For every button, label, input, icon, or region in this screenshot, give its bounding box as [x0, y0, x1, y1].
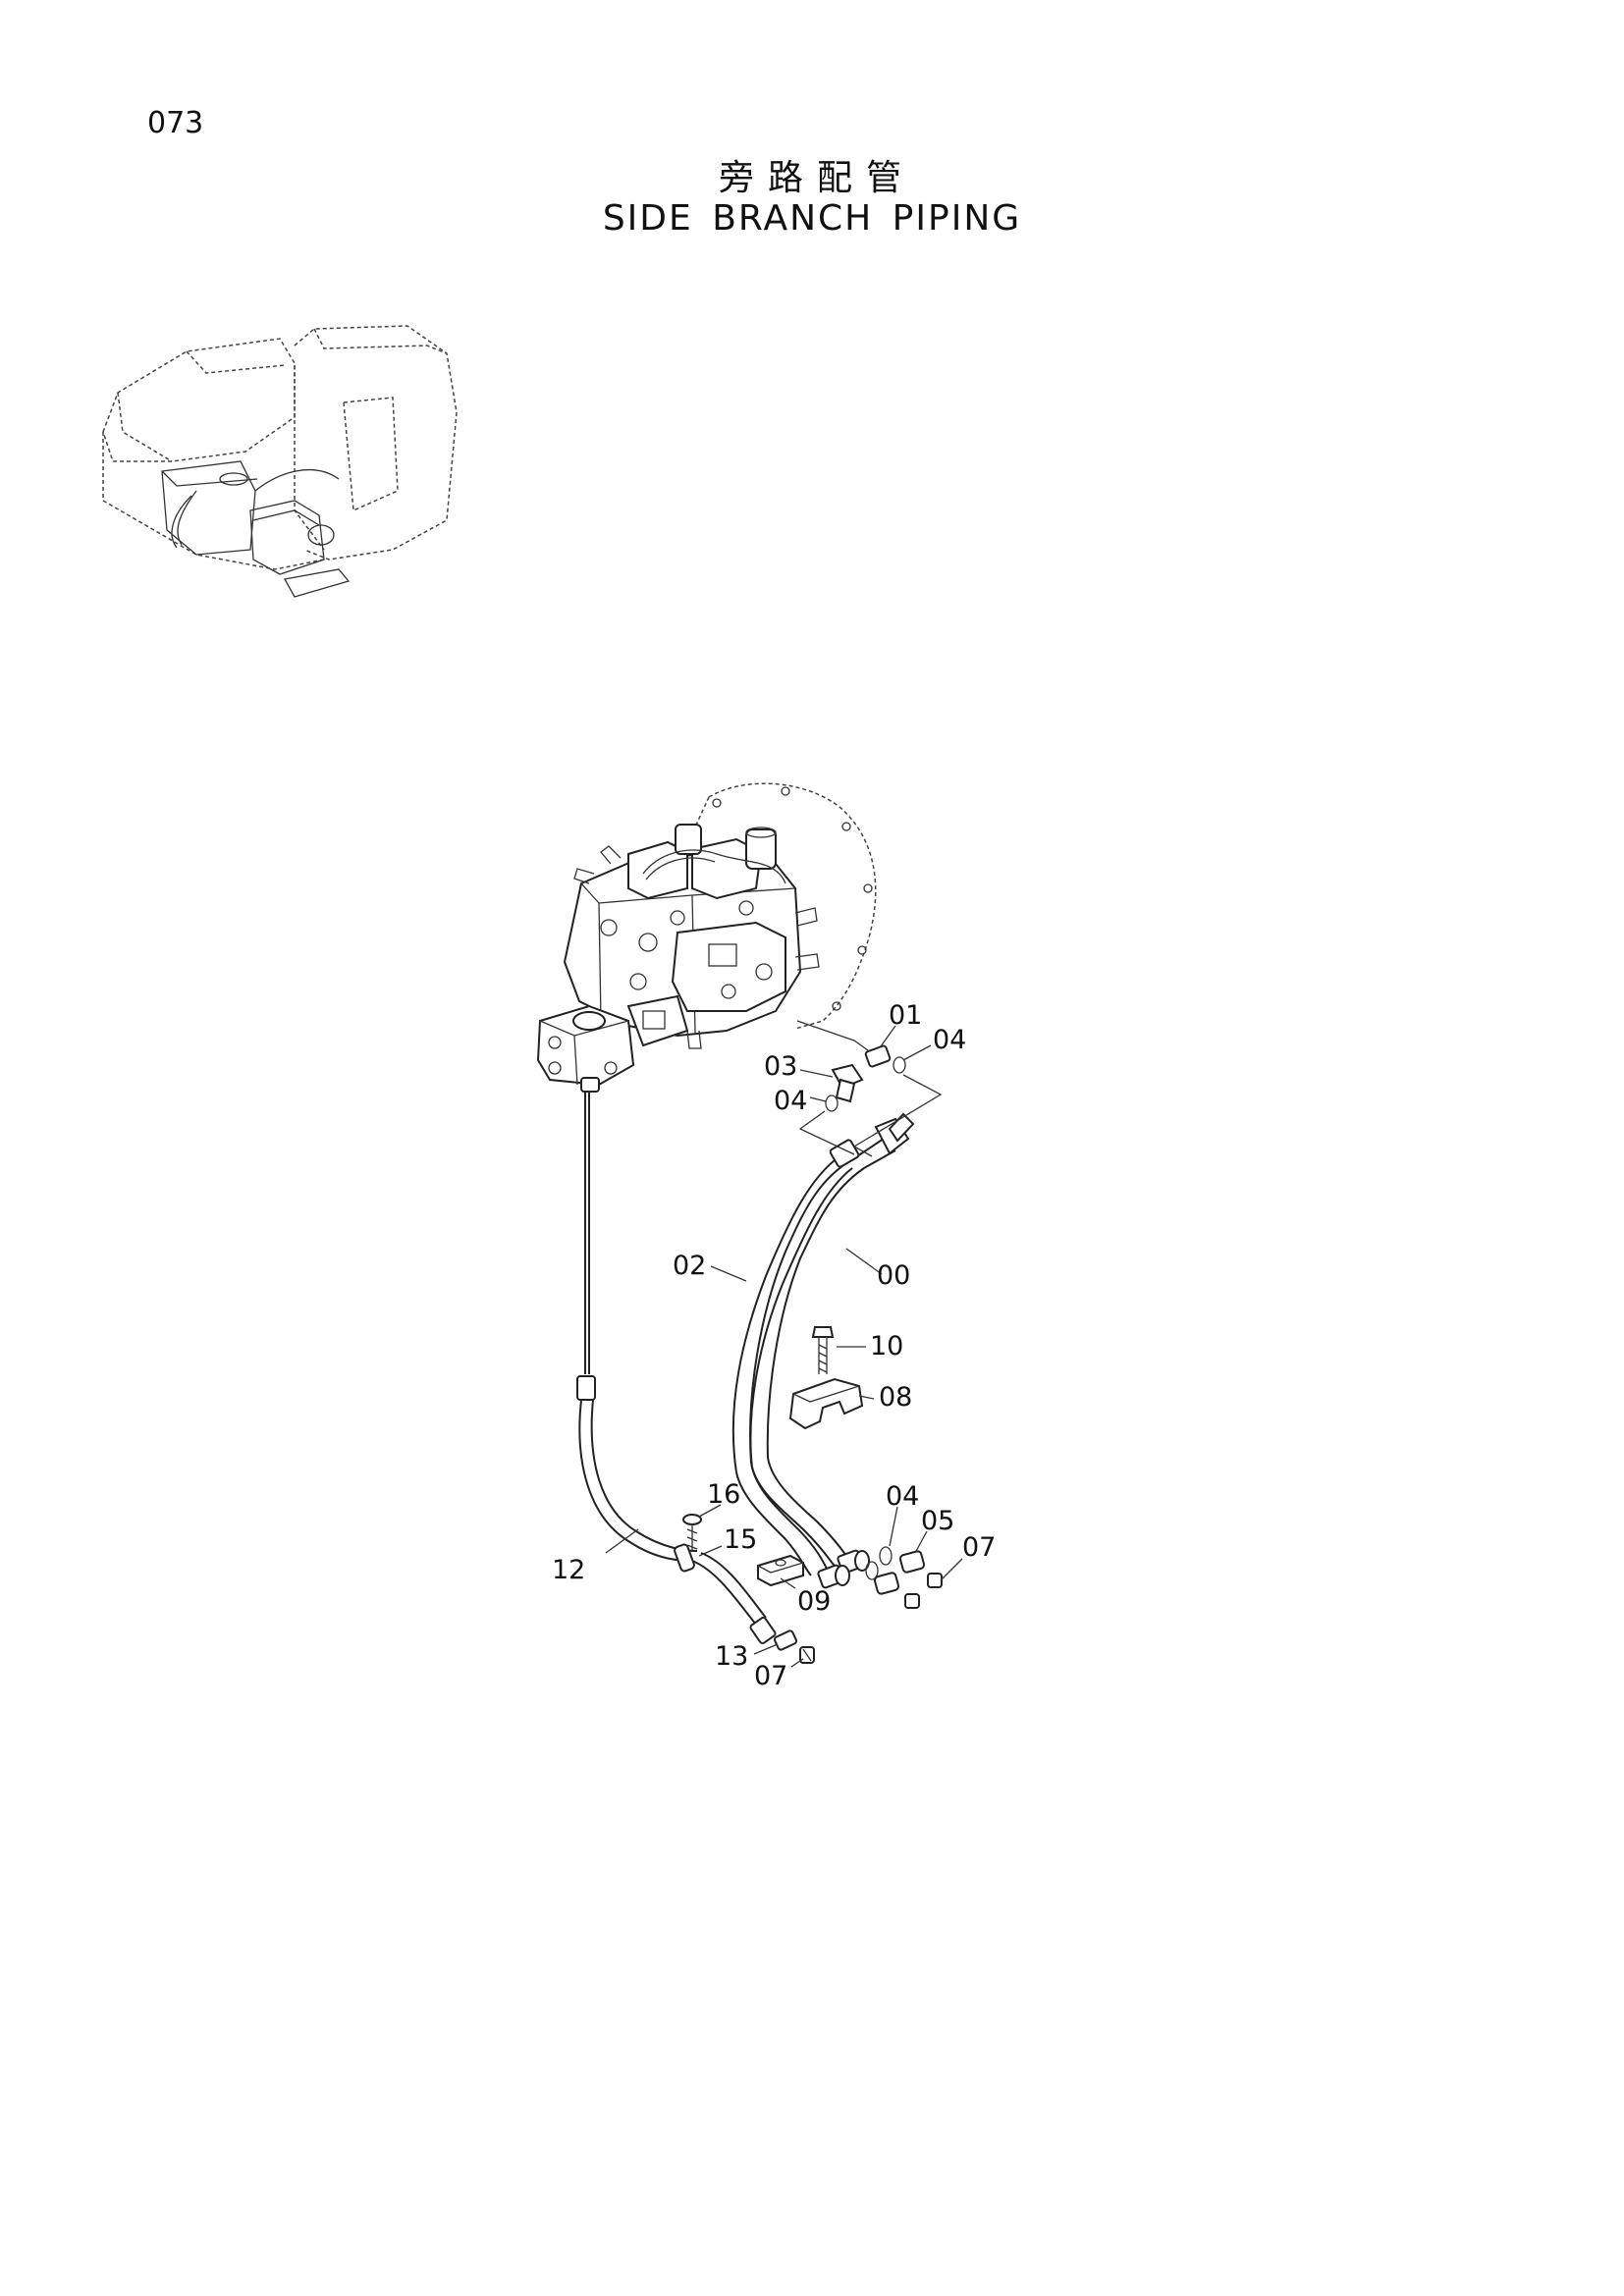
callout-00: 00	[877, 1260, 910, 1291]
callout-04: 04	[933, 1025, 966, 1055]
hydraulic-pump-assembly	[536, 782, 877, 1093]
callout-13: 13	[715, 1641, 748, 1672]
callout-07: 07	[754, 1661, 787, 1691]
title-chinese: 旁路配管	[718, 158, 915, 198]
callout-15: 15	[724, 1524, 757, 1555]
callout-03: 03	[764, 1051, 797, 1082]
fitting-13-plug-07	[773, 1629, 815, 1664]
callout-07: 07	[962, 1532, 996, 1563]
callout-02: 02	[673, 1251, 706, 1281]
excavator-location-thumbnail	[102, 325, 458, 598]
callout-01: 01	[889, 1000, 922, 1031]
leader-lines	[605, 1025, 963, 1668]
fittings-04-05-07	[865, 1546, 943, 1609]
bolt-10-clamp-08	[788, 1326, 864, 1430]
callout-05: 05	[921, 1506, 954, 1536]
page-number: 073	[147, 106, 204, 140]
clamp-15-bolt-16	[674, 1514, 702, 1573]
callout-12: 12	[552, 1555, 585, 1585]
callout-04: 04	[886, 1481, 919, 1512]
title-english: SIDE BRANCH PIPING	[602, 198, 1022, 239]
clamp-09	[757, 1554, 804, 1587]
callout-04: 04	[774, 1086, 807, 1116]
callout-10: 10	[870, 1331, 903, 1362]
callout-08: 08	[879, 1382, 912, 1413]
callout-labels: 01 04 03 04 02 00 10 08 16 15 12 09 04 0…	[552, 1000, 996, 1691]
callout-16: 16	[707, 1479, 740, 1510]
pilot-hose-12	[576, 1092, 777, 1644]
fittings-01-03-04	[796, 1020, 943, 1157]
callout-09: 09	[797, 1586, 831, 1617]
